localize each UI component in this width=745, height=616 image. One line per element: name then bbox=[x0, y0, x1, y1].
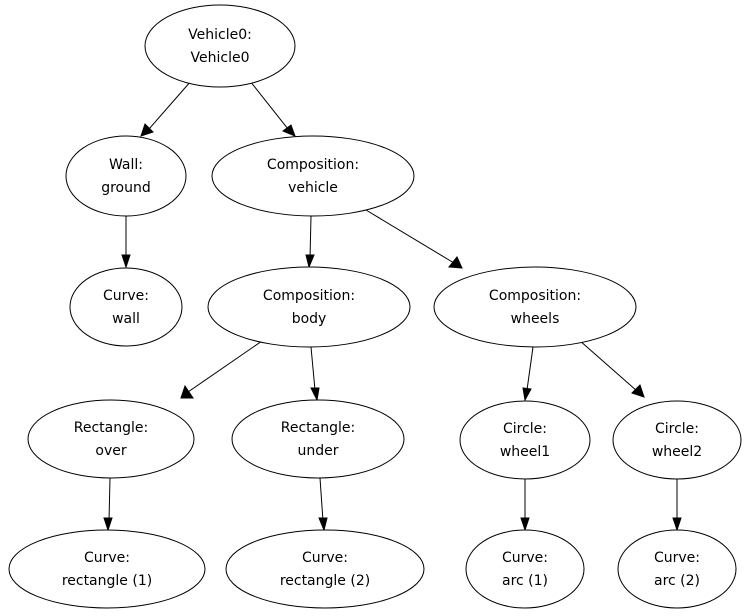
node-label-name: wheel1 bbox=[500, 444, 550, 460]
node-ellipse[interactable] bbox=[211, 135, 415, 217]
node-label-type: Wall: bbox=[109, 157, 143, 173]
graph-node-curve_rectangle_2[interactable]: Curve: rectangle (2) bbox=[225, 529, 425, 609]
node-label-type: Composition: bbox=[267, 157, 359, 173]
edge-line bbox=[365, 209, 455, 264]
graph-edge bbox=[520, 479, 530, 532]
node-ellipse[interactable] bbox=[433, 266, 637, 348]
edge-line bbox=[309, 215, 312, 260]
node-ellipse[interactable] bbox=[65, 135, 187, 217]
graph-node-vehicle0[interactable]: Vehicle0: Vehicle0 bbox=[144, 4, 296, 88]
node-label-type: Curve: bbox=[103, 288, 149, 304]
graph-node-composition_vehicle[interactable]: Composition: vehicle bbox=[211, 135, 415, 217]
edge-arrowhead-icon bbox=[103, 517, 113, 532]
edge-arrowhead-icon bbox=[522, 387, 532, 402]
graph-edge bbox=[310, 346, 320, 402]
graph-edge bbox=[103, 477, 113, 532]
edge-arrowhead-icon bbox=[631, 384, 645, 398]
node-label-name: under bbox=[297, 443, 338, 459]
node-label-name: rectangle (2) bbox=[280, 573, 370, 589]
edge-line bbox=[148, 80, 192, 130]
edge-arrowhead-icon bbox=[180, 384, 194, 399]
graph-edge bbox=[318, 477, 328, 532]
graph-node-curve_arc_2[interactable]: Curve: arc (2) bbox=[617, 529, 737, 609]
node-label-type: Composition: bbox=[263, 288, 355, 304]
node-ellipse[interactable] bbox=[459, 400, 591, 480]
node-label-name: rectangle (1) bbox=[62, 573, 152, 589]
node-label-type: Vehicle0: bbox=[188, 27, 252, 43]
nodes-layer: Vehicle0:Vehicle0Wall:groundComposition:… bbox=[8, 4, 742, 609]
node-ellipse[interactable] bbox=[27, 399, 195, 479]
graph-node-composition_wheels[interactable]: Composition: wheels bbox=[433, 266, 637, 348]
node-label-name: body bbox=[292, 311, 327, 327]
node-label-type: Circle: bbox=[655, 421, 699, 437]
node-label-name: wheel2 bbox=[652, 444, 702, 460]
node-label-name: arc (1) bbox=[502, 573, 548, 589]
node-label-name: vehicle bbox=[288, 180, 338, 196]
edge-arrowhead-icon bbox=[310, 387, 320, 402]
graph-node-curve_arc_1[interactable]: Curve: arc (1) bbox=[465, 529, 585, 609]
graph-node-circle_wheel2[interactable]: Circle: wheel2 bbox=[612, 400, 742, 480]
node-ellipse[interactable] bbox=[8, 529, 206, 609]
edge-arrowhead-icon bbox=[305, 254, 315, 269]
graph-node-composition_body[interactable]: Composition: body bbox=[207, 266, 411, 348]
edge-arrowhead-icon bbox=[520, 517, 530, 532]
edge-line bbox=[578, 339, 638, 392]
node-ellipse[interactable] bbox=[617, 529, 737, 609]
edge-arrowhead-icon bbox=[448, 256, 463, 269]
edges-layer bbox=[103, 80, 682, 532]
node-label-type: Circle: bbox=[503, 421, 547, 437]
node-label-name: wheels bbox=[511, 311, 560, 327]
edge-arrowhead-icon bbox=[140, 123, 154, 137]
edge-line bbox=[310, 346, 316, 391]
node-ellipse[interactable] bbox=[231, 399, 405, 479]
graph-edge bbox=[305, 215, 315, 269]
node-label-name: wall bbox=[112, 311, 140, 327]
graph-edge bbox=[140, 80, 192, 137]
node-label-name: ground bbox=[101, 180, 151, 196]
node-label-name: over bbox=[95, 443, 126, 459]
graph-edge bbox=[672, 479, 682, 532]
graph-edge bbox=[578, 339, 645, 398]
edge-arrowhead-icon bbox=[121, 254, 131, 269]
graph-node-rectangle_over[interactable]: Rectangle: over bbox=[27, 399, 195, 479]
graph-node-curve_rectangle_1[interactable]: Curve: rectangle (1) bbox=[8, 529, 206, 609]
edge-line bbox=[319, 477, 324, 522]
node-label-type: Curve: bbox=[84, 550, 130, 566]
edge-arrowhead-icon bbox=[282, 124, 296, 137]
edge-line bbox=[187, 340, 263, 393]
edge-line bbox=[526, 346, 534, 391]
edge-arrowhead-icon bbox=[672, 517, 682, 532]
node-label-type: Rectangle: bbox=[281, 420, 355, 436]
node-label-type: Rectangle: bbox=[74, 420, 148, 436]
node-label-type: Curve: bbox=[502, 550, 548, 566]
graph-edge bbox=[249, 80, 296, 137]
node-label-type: Curve: bbox=[302, 550, 348, 566]
graph-node-rectangle_under[interactable]: Rectangle: under bbox=[231, 399, 405, 479]
node-label-name: Vehicle0 bbox=[191, 50, 250, 66]
graph-edge bbox=[522, 346, 534, 402]
node-ellipse[interactable] bbox=[612, 400, 742, 480]
node-ellipse[interactable] bbox=[465, 529, 585, 609]
node-label-type: Curve: bbox=[654, 550, 700, 566]
graph-edge bbox=[121, 216, 131, 269]
edge-arrowhead-icon bbox=[318, 517, 328, 532]
node-ellipse[interactable] bbox=[207, 266, 411, 348]
graph-node-circle_wheel1[interactable]: Circle: wheel1 bbox=[459, 400, 591, 480]
graph-edge bbox=[180, 340, 263, 399]
node-ellipse[interactable] bbox=[225, 529, 425, 609]
edge-line bbox=[108, 477, 111, 522]
node-label-type: Composition: bbox=[489, 288, 581, 304]
graph-node-wall_ground[interactable]: Wall: ground bbox=[65, 135, 187, 217]
edge-line bbox=[249, 80, 289, 130]
graph-node-curve_wall[interactable]: Curve: wall bbox=[69, 267, 183, 347]
node-label-name: arc (2) bbox=[654, 573, 700, 589]
node-ellipse[interactable] bbox=[69, 267, 183, 347]
graph-edge bbox=[365, 209, 463, 269]
node-ellipse[interactable] bbox=[144, 4, 296, 88]
